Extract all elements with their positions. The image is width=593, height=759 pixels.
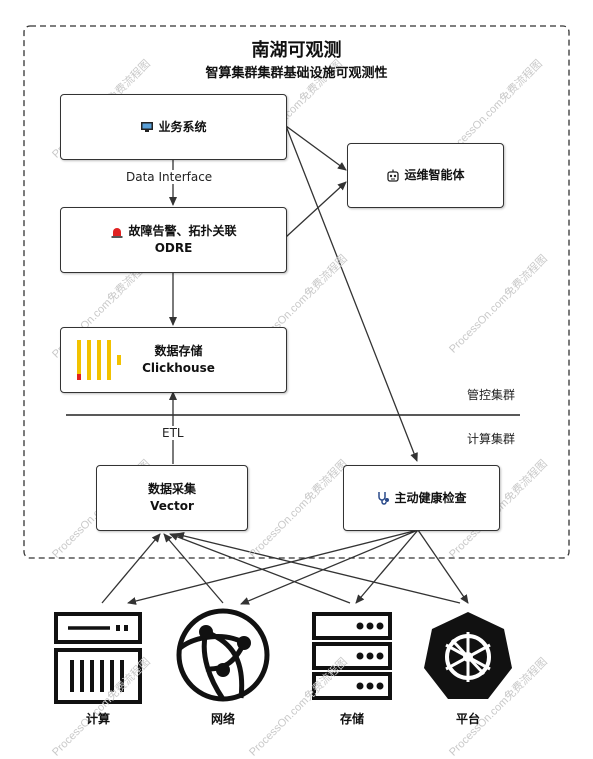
storage-rack-icon (312, 612, 392, 700)
collector-title: 数据采集 (147, 482, 196, 496)
page-title: 南湖可观测 (251, 40, 342, 61)
siren-icon (111, 227, 123, 238)
edges (101, 125, 469, 605)
health-check-label: 主动健康检查 (394, 490, 467, 505)
edge-odre-ops (285, 181, 347, 238)
node-business-system[interactable]: 业务系统 (60, 94, 287, 160)
page-subtitle: 智算集群集群基础设施可观测性 (205, 66, 388, 81)
zone-label-management: 管控集群 (467, 388, 516, 402)
node-ops-agent[interactable]: 运维智能体 (347, 143, 504, 208)
node-data-collector[interactable]: 数据采集 Vector (96, 465, 248, 531)
collector-name: Vector (150, 499, 194, 513)
network-nodes (199, 625, 251, 677)
node-odre[interactable]: 故障告警、拓扑关联 ODRE (60, 207, 287, 273)
edge-label-data-interface: Data Interface (124, 170, 215, 184)
business-label: 业务系统 (158, 119, 207, 134)
server-icon (54, 612, 142, 704)
edge-storage-collector (169, 533, 351, 604)
edge-health-storage (355, 529, 419, 604)
edge-network-collector (163, 533, 224, 604)
edge-health-platform (417, 529, 469, 604)
cluster-boundary (23, 25, 570, 559)
odre-name: ODRE (154, 241, 193, 255)
storage-name: Clickhouse (142, 361, 215, 375)
edge-health-compute (127, 529, 419, 605)
ops-agent-label: 运维智能体 (404, 168, 465, 182)
network-globe-icon (176, 608, 270, 702)
edge-label-etl: ETL (160, 426, 186, 440)
device-label-storage: 存储 (339, 712, 364, 726)
edge-business-health (285, 125, 418, 462)
storage-title: 数据存储 (154, 344, 203, 358)
edge-platform-collector (175, 532, 461, 604)
clickhouse-logo (77, 340, 121, 380)
zone-label-compute: 计算集群 (467, 432, 516, 446)
device-label-compute: 计算 (85, 712, 110, 726)
monitor-icon (141, 122, 154, 132)
node-data-storage[interactable]: 数据存储 Clickhouse (60, 327, 287, 393)
edge-compute-collector (101, 533, 161, 604)
edge-business-ops (285, 125, 347, 171)
device-label-network: 网络 (210, 712, 235, 726)
kubernetes-icon (424, 612, 512, 699)
node-health-check[interactable]: 主动健康检查 (343, 465, 500, 531)
odre-title: 故障告警、拓扑关联 (128, 224, 237, 238)
device-label-platform: 平台 (455, 712, 480, 726)
robot-icon (387, 169, 400, 182)
stethoscope-icon (378, 492, 390, 505)
edge-health-network (240, 529, 419, 605)
